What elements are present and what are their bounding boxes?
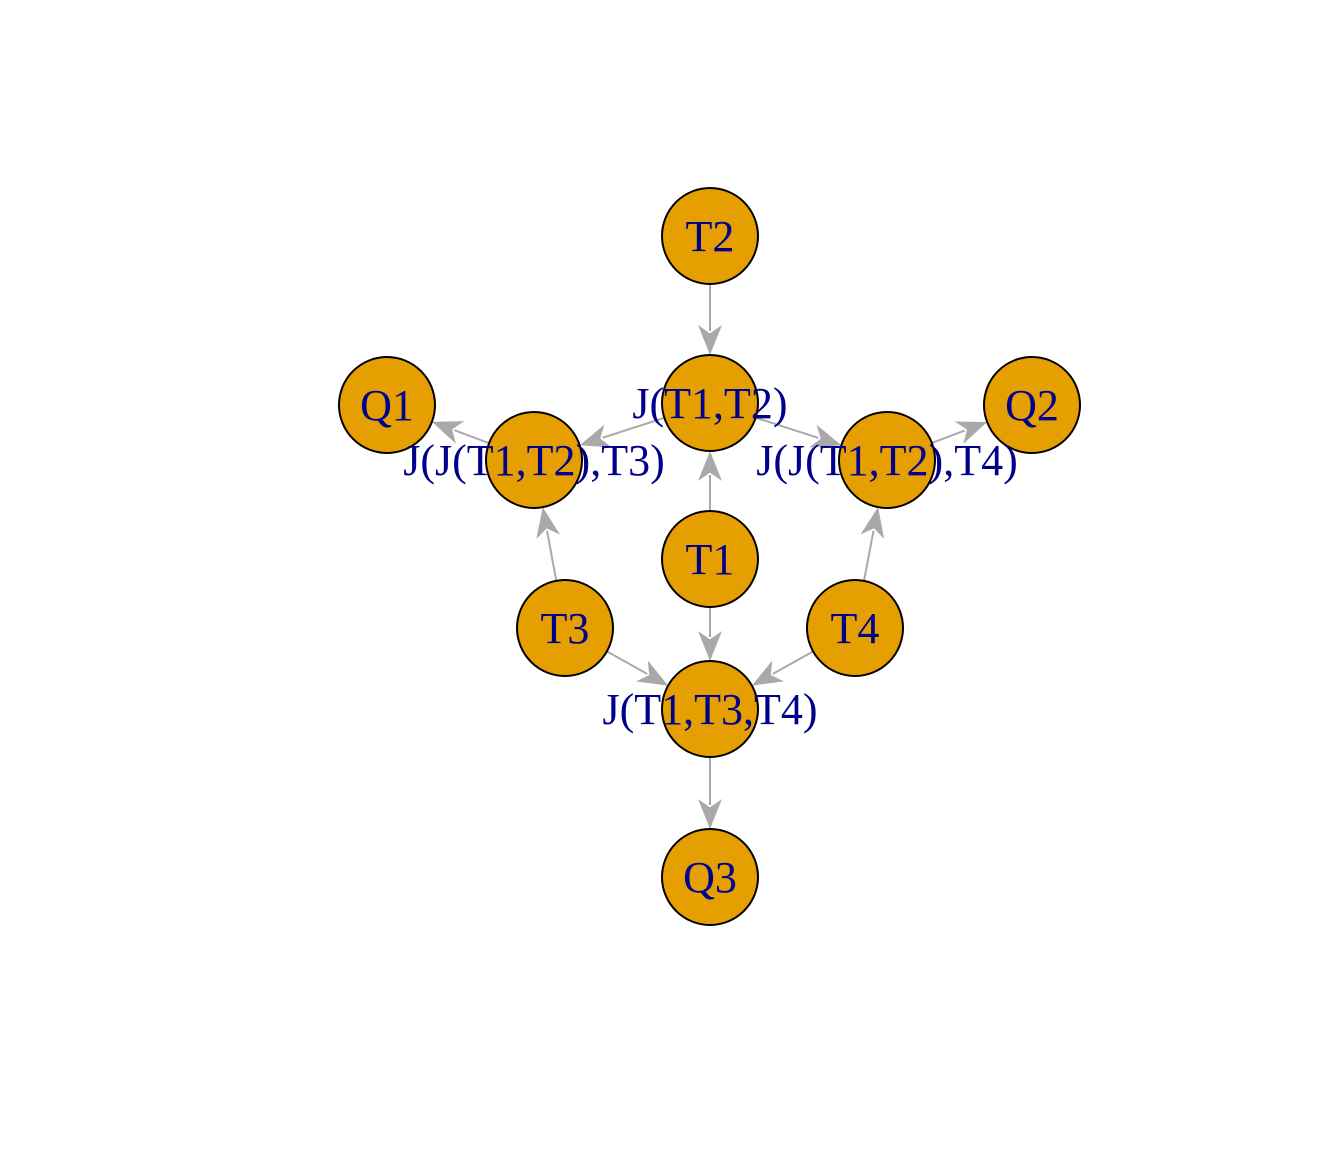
edge-arrowhead xyxy=(698,451,722,481)
node-label-t3: T3 xyxy=(541,604,590,653)
edge-line xyxy=(862,530,875,582)
edge-jt1t2-to-jjt4 xyxy=(755,416,842,448)
edge-jjt4-to-q2 xyxy=(931,421,988,444)
node-jjt4 xyxy=(838,411,936,509)
edge-arrowhead xyxy=(579,424,612,448)
node-label-t4: T4 xyxy=(831,604,880,653)
node-jt1t3t4 xyxy=(661,660,759,758)
edge-t1-to-jt1t3t4 xyxy=(698,607,722,661)
edge-arrowhead xyxy=(809,424,842,448)
node-t3 xyxy=(516,579,614,677)
node-label-q2: Q2 xyxy=(1005,381,1059,430)
edge-line xyxy=(454,429,490,445)
node-t2 xyxy=(661,187,759,285)
edges-layer xyxy=(431,284,988,829)
node-q2 xyxy=(983,356,1081,454)
node-jjt3 xyxy=(485,411,583,509)
edge-t3-to-jjt3 xyxy=(536,507,560,581)
edge-arrowhead xyxy=(954,421,988,444)
edge-arrowhead xyxy=(751,660,784,686)
node-label-jjt4: J(J(T1,T2),T4) xyxy=(756,436,1018,485)
edge-t3-to-jt1t3t4 xyxy=(606,650,669,686)
labels-layer: T2J(T1,T2) Q1 Q2J(J(T1,T2),T3) J(J(T1,T2),T… xyxy=(360,212,1059,902)
node-label-t2: T2 xyxy=(686,212,735,261)
edge-arrowhead xyxy=(860,507,885,539)
edge-arrowhead xyxy=(698,799,722,829)
edge-arrowhead xyxy=(431,421,465,444)
node-t4 xyxy=(806,579,904,677)
edge-t2-to-jt1t2 xyxy=(698,284,722,355)
edge-jt1t3t4-to-q3 xyxy=(698,757,722,829)
edge-line xyxy=(931,429,966,444)
node-label-jt1t2: J(T1,T2) xyxy=(632,379,787,428)
edge-arrowhead xyxy=(636,660,669,686)
node-label-jjt3: J(J(T1,T2),T3) xyxy=(403,436,665,485)
edge-t1-to-jt1t2 xyxy=(698,451,722,511)
edge-line xyxy=(602,416,665,439)
edge-line xyxy=(772,650,814,675)
edge-jjt3-to-q1 xyxy=(431,421,490,445)
node-label-q1: Q1 xyxy=(360,381,414,430)
edge-arrowhead xyxy=(536,507,560,539)
nodes-layer: T2J(T1,T2) Q1 Q2J(J(T1,T2),T3) J(J(T1,T2),T… xyxy=(338,187,1081,926)
edge-line xyxy=(606,650,648,675)
edge-t4-to-jjt4 xyxy=(860,507,885,582)
node-label-jt1t3t4: J(T1,T3,T4) xyxy=(602,685,817,734)
node-t1 xyxy=(661,510,759,608)
node-q3 xyxy=(661,828,759,926)
edge-jt1t2-to-jjt3 xyxy=(579,416,665,448)
edge-line xyxy=(755,416,819,439)
edge-t4-to-jt1t3t4 xyxy=(751,650,814,686)
node-jt1t2 xyxy=(661,354,759,452)
node-label-t1: T1 xyxy=(686,535,735,584)
edge-arrowhead xyxy=(698,325,722,355)
node-q1 xyxy=(338,356,436,454)
node-label-q3: Q3 xyxy=(683,853,737,902)
edge-arrowhead xyxy=(698,631,722,661)
edge-line xyxy=(546,530,558,581)
